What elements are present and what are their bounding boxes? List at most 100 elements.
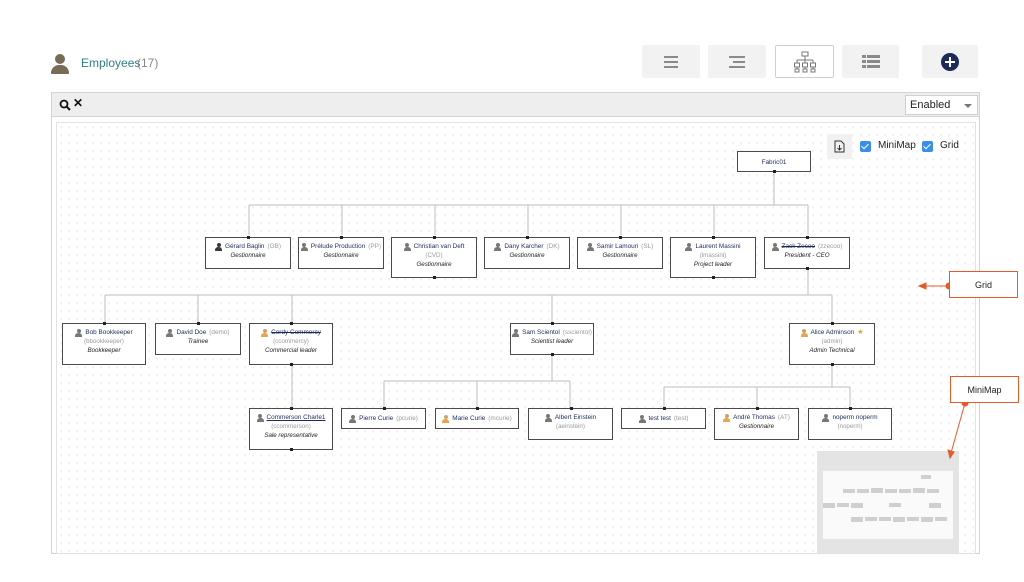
node-name: Commerson Charle1: [266, 414, 326, 421]
node-role: Scientist leader: [530, 338, 574, 345]
user-avatar-icon: [349, 414, 357, 423]
user-avatar-icon: [166, 328, 174, 337]
user-avatar-icon: [771, 242, 779, 251]
node-name: Pierre Curie: [359, 415, 394, 422]
orgchart-canvas[interactable]: MiniMap Grid Fabric01 Gérard Baglin(GB) …: [56, 122, 976, 554]
user-avatar-icon: [685, 242, 693, 251]
node-name: Prélude Production: [310, 243, 366, 250]
minimap-viewport: [823, 471, 953, 539]
grid-callout: Grid: [949, 271, 1018, 298]
list-view-button[interactable]: [642, 45, 700, 78]
grid-label[interactable]: Grid: [940, 140, 959, 151]
user-avatar-icon: [75, 328, 83, 337]
minimap-callout: MiniMap: [950, 376, 1019, 403]
org-node-ceo[interactable]: Zack Zecoo(zzecoo) President - CEO: [764, 236, 850, 270]
search-icon[interactable]: [59, 99, 71, 111]
female-avatar-icon: [800, 328, 808, 337]
employee-count: (17): [137, 56, 159, 70]
user-avatar-icon: [586, 242, 594, 251]
node-role: Gestionnaire: [509, 252, 545, 259]
org-node[interactable]: Bob Bookkeeper (bbookkeeper) Bookkeeper: [62, 322, 146, 365]
org-node-root[interactable]: Fabric01: [737, 151, 811, 173]
node-name: noperm noperm: [832, 414, 878, 421]
org-node[interactable]: Laurent Massini (lmassini) Project leade…: [670, 236, 756, 279]
star-icon: ★: [857, 329, 864, 336]
user-avatar-icon: [403, 242, 411, 251]
org-node[interactable]: Alice Adminson★ (admin) Admin Technical: [789, 322, 875, 366]
user-avatar-icon: [256, 413, 264, 422]
indent-view-button[interactable]: [708, 45, 766, 78]
org-node[interactable]: Samir Lamouri(SL) Gestionnaire: [577, 236, 663, 269]
org-node[interactable]: Christian van Deft (CVD) Gestionnaire: [391, 236, 477, 279]
user-icon: [51, 54, 69, 74]
filter-toolbar: ✕ Enabled: [52, 93, 979, 117]
org-node[interactable]: Sam Scientol(sscientol) Scientist leader: [510, 322, 594, 356]
node-code: (PP): [368, 243, 382, 250]
org-node[interactable]: noperm noperm (noperm): [808, 407, 892, 440]
node-role: Trainee: [187, 338, 209, 345]
org-node[interactable]: André Thomas(AT) Gestionnaire: [714, 407, 799, 440]
node-code: (aeinstein): [556, 423, 585, 430]
node-name: Marie Curie: [452, 415, 486, 422]
org-node[interactable]: Gérard Baglin(GB) Gestionnaire: [205, 236, 291, 269]
node-name: Cordy Commercy: [271, 329, 321, 336]
org-node[interactable]: Cordy Commercy (ccommercy) Commercial le…: [249, 322, 333, 366]
node-name: Christian van Deft: [413, 243, 465, 250]
add-employee-button[interactable]: [922, 45, 978, 78]
org-node[interactable]: Pierre Curie(pcurie): [341, 407, 426, 429]
user-avatar-icon: [822, 413, 830, 422]
table-view-button[interactable]: [842, 45, 899, 78]
female-avatar-icon: [261, 328, 269, 337]
node-name: André Thomas: [733, 414, 775, 421]
status-filter-value: Enabled: [910, 99, 951, 111]
org-node[interactable]: Commerson Charle1 (ccommerson) Sale repr…: [249, 407, 333, 451]
node-name: Laurent Massini: [695, 243, 741, 250]
status-filter-select[interactable]: Enabled: [905, 95, 978, 115]
connector-lines: [104, 172, 851, 408]
node-code: (pcurie): [396, 415, 418, 422]
user-avatar-icon: [512, 328, 520, 337]
node-code: (SL): [641, 243, 654, 250]
close-icon[interactable]: ✕: [73, 96, 84, 110]
org-node[interactable]: Dany Karcher(DK) Gestionnaire: [484, 236, 570, 269]
org-node[interactable]: Albert Einstein (aeinstein): [528, 407, 613, 440]
node-role: Admin Technical: [809, 347, 855, 354]
table-rows-icon: [861, 54, 880, 68]
node-code: (CVD): [425, 252, 443, 259]
node-code: (bbookkeeper): [84, 338, 124, 345]
node-code: (admin): [821, 338, 843, 345]
node-code: (ccommercy): [273, 338, 309, 345]
node-name: David Doe: [176, 329, 207, 336]
minimap[interactable]: [817, 451, 959, 553]
org-node[interactable]: Marie Curie(mcurie): [435, 407, 519, 429]
minimap-checkbox[interactable]: [860, 141, 871, 152]
org-node[interactable]: Prélude Production(PP) Gestionnaire: [298, 236, 384, 269]
org-chart-icon: [793, 51, 816, 72]
node-code: (test): [673, 415, 689, 422]
user-avatar-icon: [300, 242, 308, 251]
node-role: Gestionnaire: [738, 423, 775, 430]
node-name: Fabric01: [761, 159, 787, 166]
page-title[interactable]: Employees: [81, 56, 141, 70]
user-avatar-icon: [638, 414, 646, 423]
node-name: Alice Adminson: [810, 329, 855, 336]
female-avatar-icon: [442, 414, 450, 423]
minimap-label[interactable]: MiniMap: [878, 140, 916, 151]
node-role: Gestionnaire: [602, 252, 638, 259]
node-code: (sscientol): [562, 329, 592, 336]
node-name: Samir Lamouri: [596, 243, 639, 250]
node-role: Bookkeeper: [87, 347, 121, 354]
org-node[interactable]: test test(test): [621, 407, 706, 429]
export-button[interactable]: [827, 134, 852, 159]
node-code: (GB): [267, 243, 281, 250]
node-role: Gestionnaire: [230, 252, 266, 259]
org-chart-view-button[interactable]: [775, 45, 834, 78]
globe-avatar-icon: [215, 242, 223, 251]
list-icon: [664, 55, 678, 68]
node-code: (AT): [777, 414, 790, 421]
grid-checkbox[interactable]: [922, 141, 933, 152]
org-node[interactable]: David Doe(demo) Trainee: [155, 322, 241, 355]
female-avatar-icon: [723, 413, 731, 422]
